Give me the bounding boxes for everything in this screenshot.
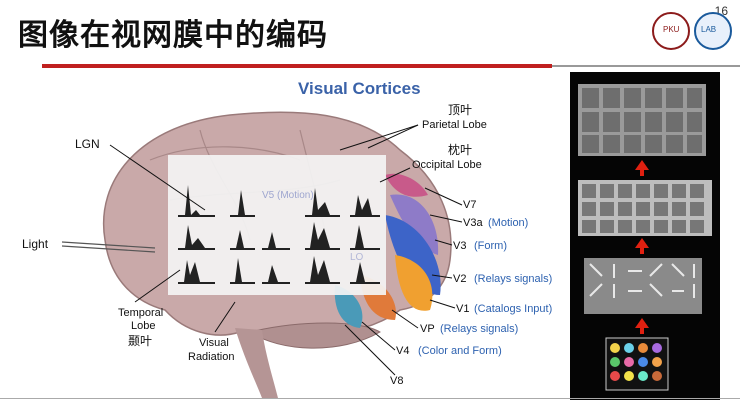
university-logo-icon: PKU bbox=[652, 12, 690, 50]
face-features-grid bbox=[578, 84, 706, 156]
v2-label: V2 bbox=[453, 273, 466, 285]
v1-region bbox=[395, 255, 433, 311]
v3-region bbox=[390, 194, 439, 255]
parietal-lobe-cn-label: 顶叶 bbox=[448, 103, 472, 117]
temporal-lobe-label-1: Temporal bbox=[118, 307, 163, 319]
vp-note: (Relays signals) bbox=[440, 323, 518, 335]
visual-radiation-label-1: Visual bbox=[199, 337, 229, 349]
v1-label: V1 bbox=[456, 303, 469, 315]
diagram-heading: Visual Cortices bbox=[298, 79, 421, 98]
visual-radiation-label-2: Radiation bbox=[188, 351, 234, 363]
temporal-lobe-label-2: Lobe bbox=[131, 320, 155, 332]
v5-overlay-label: V5 (Motion) bbox=[262, 190, 314, 201]
neuron-response-overlay bbox=[168, 155, 386, 295]
slide-title: 图像在视网膜中的编码 bbox=[18, 18, 328, 53]
v3a-label: V3a bbox=[463, 217, 483, 229]
lo-overlay-label: LO bbox=[350, 252, 364, 263]
v4-region bbox=[334, 285, 363, 328]
title-underline-red bbox=[42, 64, 552, 68]
occipital-lobe-cn-label: 枕叶 bbox=[448, 142, 472, 157]
v3-label: V3 bbox=[453, 240, 466, 252]
parietal-lobe-label: Parietal Lobe bbox=[422, 119, 487, 131]
lab-logo-icon: LAB bbox=[694, 12, 732, 50]
arrow-up-icon-1 bbox=[635, 160, 649, 176]
arrow-up-icon-2 bbox=[635, 238, 649, 254]
visual-cortices-diagram: V5 (Motion) LO Visual Cortices LGN Light… bbox=[22, 79, 552, 398]
v8-label: V8 bbox=[390, 375, 403, 387]
temporal-lobe-cn-label: 颞叶 bbox=[128, 334, 152, 348]
v3-note: (Form) bbox=[474, 240, 507, 252]
light-label: Light bbox=[22, 237, 49, 251]
v4-note: (Color and Form) bbox=[418, 345, 502, 357]
arrow-up-icon-3 bbox=[635, 318, 649, 334]
v7-region bbox=[385, 173, 428, 197]
title-underline-gray bbox=[552, 65, 740, 67]
v1-note: (Catalogs Input) bbox=[474, 303, 552, 315]
v2-note: (Relays signals) bbox=[474, 273, 552, 285]
feature-hierarchy-graphic bbox=[578, 84, 712, 391]
cerebellum bbox=[248, 322, 381, 349]
vp-label: VP bbox=[420, 323, 435, 335]
response-histograms bbox=[178, 185, 380, 284]
bottom-divider bbox=[0, 398, 740, 399]
feature-hierarchy-panel bbox=[570, 72, 720, 400]
v3a-note: (Motion) bbox=[488, 217, 528, 229]
light-ray-line bbox=[61, 241, 156, 249]
lgn-label: LGN bbox=[75, 137, 100, 151]
brainstem bbox=[235, 328, 278, 398]
occipital-lobe-label: Occipital Lobe bbox=[412, 159, 482, 171]
leader-lines bbox=[109, 124, 463, 376]
edge-features-grid bbox=[584, 258, 702, 314]
v4-label: V4 bbox=[396, 345, 409, 357]
v7-label: V7 bbox=[463, 199, 476, 211]
